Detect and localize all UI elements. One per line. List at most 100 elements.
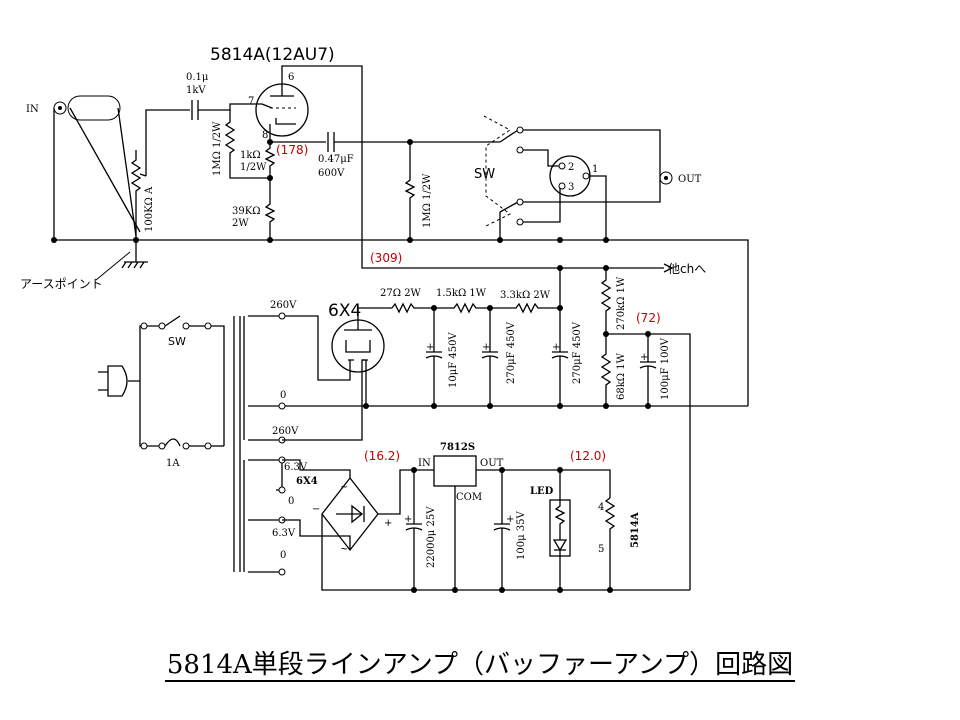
- main-tube-name: 5814A(12AU7): [210, 45, 335, 65]
- cap-22000: +: [404, 470, 423, 590]
- cap-100u-35: +: [493, 470, 514, 590]
- output-jack: [659, 171, 673, 185]
- led-indicator: [549, 470, 571, 590]
- cap-10u: +: [425, 308, 443, 406]
- out-label: OUT: [678, 174, 702, 185]
- t6x4-label: 6X4: [296, 476, 318, 487]
- resistor-270k: [600, 268, 612, 334]
- junction-dot: [431, 403, 437, 409]
- junction-dot: [603, 403, 609, 409]
- bridge-plus: +: [384, 518, 392, 529]
- fuse-label: 1A: [166, 458, 180, 469]
- triode-tube: [255, 65, 363, 242]
- resistor-3k3: [490, 302, 560, 314]
- input-capacitor: [191, 100, 199, 120]
- t0a-label: 0: [280, 390, 286, 401]
- voltage-309: (309): [370, 251, 402, 265]
- grid-resistor: [224, 110, 270, 179]
- power-plug: [98, 325, 142, 447]
- t260a-label: 260V: [270, 300, 297, 311]
- rgrid-label: 1MΩ 1/2W: [212, 121, 223, 176]
- volume-pot: [130, 109, 156, 240]
- tap-260a: [278, 312, 286, 320]
- output-resistor: [404, 142, 416, 240]
- arrow-head: [663, 263, 674, 273]
- resistor-1k5: [434, 302, 490, 314]
- svg-text:+: +: [640, 352, 648, 363]
- pin-5: 5: [598, 544, 604, 555]
- voltage-72: (72): [636, 311, 661, 325]
- pin-2: 2: [568, 162, 574, 173]
- junction-dot: [363, 403, 369, 409]
- rectifier-tube: [282, 307, 392, 406]
- r15k-label: 1.5kΩ 1W: [436, 288, 487, 299]
- svg-text:+: +: [506, 514, 514, 525]
- bridge-ac2: ~: [340, 544, 348, 555]
- voltage-162: (16.2): [364, 449, 400, 463]
- t0c-label: 0: [280, 550, 286, 561]
- svg-text:+: +: [552, 342, 560, 353]
- junction-dot: [645, 403, 651, 409]
- resistor-68k: [600, 334, 612, 406]
- r27-label: 27Ω 2W: [380, 288, 422, 299]
- led-label: LED: [530, 486, 554, 497]
- cathode-resistor-1k: [264, 142, 276, 178]
- c270b-label: 270μF 450V: [572, 321, 583, 384]
- shield-wire: [69, 107, 141, 233]
- junction-dot: [557, 403, 563, 409]
- pin-6: 6: [288, 72, 294, 83]
- bridge-rectifier: [282, 459, 690, 591]
- junction-dot: [499, 587, 505, 593]
- r33k-label: 3.3kΩ 2W: [500, 290, 551, 301]
- tap-0c: [278, 568, 286, 576]
- power-switch-label: SW: [168, 335, 186, 348]
- power-switch: [140, 315, 225, 446]
- rk1-value: 1kΩ: [240, 150, 261, 161]
- junction-dot: [497, 237, 503, 243]
- junction-dot: [411, 587, 417, 593]
- cathode-resistor-39k: [264, 178, 276, 240]
- in-label: IN: [26, 104, 39, 115]
- junction-dot: [487, 403, 493, 409]
- voltage-178: (178): [276, 143, 308, 157]
- cap-270a: +: [481, 308, 499, 406]
- wire: [282, 359, 366, 441]
- svg-text:+: +: [426, 342, 434, 353]
- pin-7: 7: [248, 96, 254, 107]
- t260b-label: 260V: [272, 426, 299, 437]
- voltage-regulator: [414, 455, 611, 590]
- signal-switch: [483, 115, 661, 240]
- other-ch-label: 他chへ: [668, 262, 706, 276]
- junction-dot: [51, 237, 57, 243]
- junction-dot: [557, 587, 563, 593]
- junction-dot: [267, 237, 273, 243]
- svg-text:+: +: [482, 342, 490, 353]
- rectifier-tube-name: 6X4: [328, 301, 361, 321]
- bridge-ac1: ~: [340, 482, 348, 493]
- pin-3: 3: [568, 182, 574, 193]
- signal-switch-label: SW: [474, 167, 495, 182]
- rk2-watt: 2W: [232, 218, 249, 229]
- pin-4: 4: [598, 502, 604, 513]
- rk2-value: 39KΩ: [232, 206, 261, 217]
- t63a-label: 6.3V: [284, 462, 308, 473]
- shield-wire-2: [117, 107, 137, 237]
- c270a-label: 270μF 450V: [506, 321, 517, 384]
- junction-dot: [557, 237, 563, 243]
- diagram-title-text: 5814A単段ラインアンプ（バッファーアンプ）回路図: [164, 650, 796, 682]
- ground-return: [676, 239, 749, 406]
- t63b-label: 6.3V: [272, 528, 296, 539]
- c100-35-label: 100μ 35V: [516, 511, 527, 560]
- heater-label: 5814A: [630, 512, 641, 548]
- c22000-label: 22000μ 25V: [426, 506, 437, 568]
- voltage-120: (12.0): [570, 449, 606, 463]
- diagram-title: 5814A単段ラインアンプ（バッファーアンプ）回路図: [0, 644, 960, 682]
- tap-0a: [278, 402, 286, 410]
- r68k-label: 68kΩ 1W: [616, 352, 627, 400]
- cout-voltage: 600V: [318, 168, 345, 179]
- cap-100u: +: [639, 334, 657, 406]
- grid-wire: [198, 103, 262, 111]
- resistor-27: [391, 302, 434, 314]
- reg-in-label: IN: [418, 458, 431, 469]
